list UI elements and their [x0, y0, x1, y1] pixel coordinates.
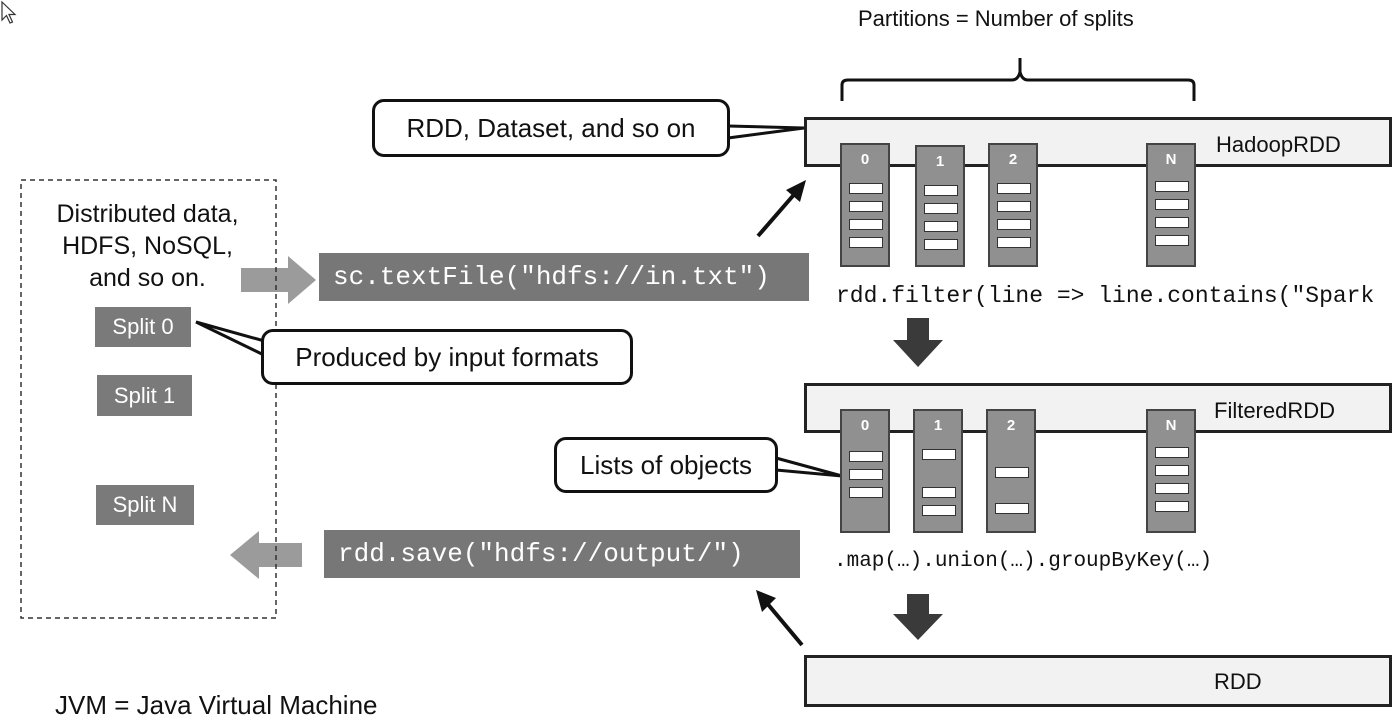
lists-of-objects-callout: Lists of objects [554, 437, 778, 493]
cursor-icon [1, 0, 17, 24]
record [849, 469, 883, 480]
record [995, 467, 1029, 478]
save-code: rdd.save("hdfs://output/") [324, 530, 800, 578]
partition-number: N [1165, 151, 1177, 168]
partition-number: 1 [933, 417, 943, 434]
hadoop-partition-2: 2 [988, 143, 1038, 267]
filtered-partition-n: N [1146, 409, 1196, 533]
partition-number: 2 [1006, 417, 1016, 434]
hadoop-partition-1: 1 [915, 145, 965, 267]
record [1155, 235, 1189, 246]
source-dashed-box [20, 179, 277, 619]
partition-number: 0 [860, 151, 870, 168]
filtered-partition-2: 2 [986, 409, 1036, 533]
input-formats-callout: Produced by input formats [261, 329, 633, 385]
record [1155, 181, 1189, 192]
source-line-3: and so on. [89, 264, 206, 292]
grey-right-arrow [241, 256, 316, 304]
record [924, 221, 958, 232]
hadooprdd-bar [804, 117, 1392, 167]
filtered-partition-1: 1 [913, 409, 963, 533]
record [849, 219, 883, 230]
record [849, 487, 883, 498]
source-line-2: HDFS, NoSQL, [62, 232, 233, 260]
record [997, 201, 1031, 212]
split-0: Split 0 [95, 307, 191, 347]
partition-number: 0 [860, 417, 870, 434]
record [1155, 483, 1189, 494]
partitions-brace [840, 58, 1196, 101]
record [997, 183, 1031, 194]
textfile-code: sc.textFile("hdfs://in.txt") [319, 253, 809, 301]
record [922, 449, 956, 460]
record [849, 451, 883, 462]
record [924, 185, 958, 196]
record [1155, 447, 1189, 458]
record [922, 487, 956, 498]
filtered-partition-0: 0 [840, 409, 890, 533]
down-arrow-1 [893, 318, 943, 367]
final-rdd-bar [804, 655, 1392, 707]
rdd-callout-tail [727, 124, 805, 140]
record [849, 183, 883, 194]
record [924, 239, 958, 250]
record [995, 503, 1029, 514]
filter-code: rdd.filter(line => line.contains("Spark [836, 283, 1375, 309]
record [997, 219, 1031, 230]
input-formats-callout-tail [195, 320, 269, 359]
record [1155, 199, 1189, 210]
lists-callout-tail [775, 456, 843, 478]
hadooprdd-label: HadoopRDD [1216, 132, 1341, 157]
record [849, 237, 883, 248]
filteredrdd-bar [804, 383, 1392, 433]
arrow-to-save [764, 600, 804, 647]
source-description: Distributed data, HDFS, NoSQL, and so on… [30, 198, 265, 294]
source-line-1: Distributed data, [56, 200, 239, 228]
split-1: Split 1 [97, 375, 192, 416]
chain-code: .map(…).union(…).groupByKey(…) [834, 550, 1213, 573]
hadoop-partition-n: N [1146, 143, 1196, 267]
split-n: Split N [96, 485, 194, 525]
filteredrdd-label: FilteredRDD [1214, 398, 1336, 423]
jvm-note: JVM = Java Virtual Machine [55, 690, 378, 720]
record [924, 203, 958, 214]
record [849, 201, 883, 212]
grey-left-arrow [230, 531, 302, 579]
record [922, 505, 956, 516]
partitions-caption: Partitions = Number of splits [858, 6, 1134, 31]
record [1155, 465, 1189, 476]
down-arrow-2 [893, 594, 943, 640]
record [1155, 217, 1189, 228]
record [997, 237, 1031, 248]
partition-number: 1 [935, 153, 945, 170]
partition-number: N [1165, 417, 1177, 434]
partition-number: 2 [1008, 151, 1018, 168]
hadoop-partition-0: 0 [840, 143, 890, 267]
rdd-dataset-callout: RDD, Dataset, and so on [372, 99, 730, 157]
arrow-to-hadooprdd [756, 188, 800, 238]
final-rdd-label: RDD [1214, 669, 1262, 694]
record [1155, 501, 1189, 512]
